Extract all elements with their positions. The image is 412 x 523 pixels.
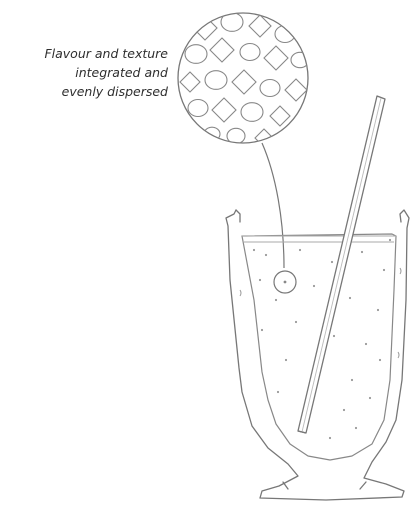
leader-line [262,143,284,268]
highlighted-particle [274,271,296,293]
straw [298,96,385,433]
magnifier-circle [178,13,315,147]
